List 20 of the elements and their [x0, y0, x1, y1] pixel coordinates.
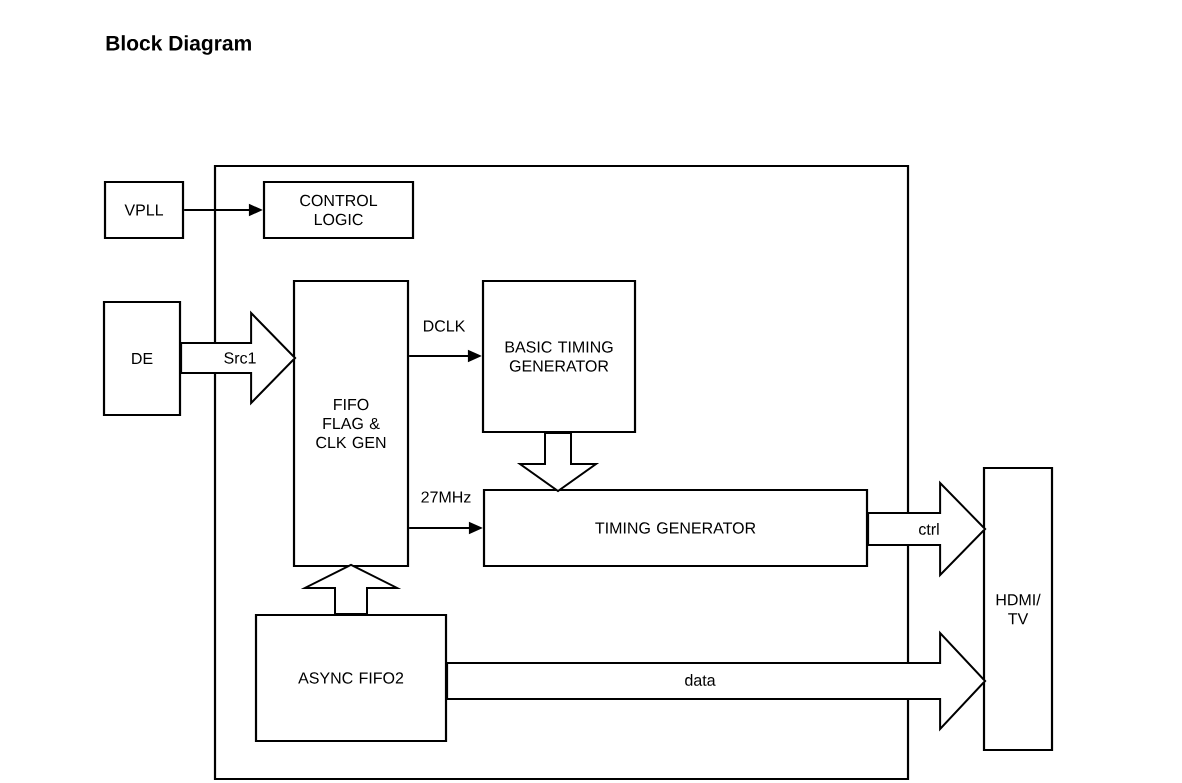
block-box: DE — [102, 300, 182, 417]
block-box: ASYNC FIFO2 — [254, 613, 448, 743]
edge-label: ctrl — [917, 522, 941, 536]
diagram-title: Block Diagram — [106, 35, 251, 55]
block-arrow — [867, 480, 987, 578]
block-arrow — [516, 432, 600, 493]
block-box: BASIC TIMING GENERATOR — [481, 279, 637, 434]
edge-label: data — [683, 673, 717, 687]
block-box: FIFO FLAG & CLK GEN — [292, 279, 410, 568]
outer-box — [213, 164, 910, 781]
block-arrow — [446, 630, 987, 732]
edge-label: 27MHz — [419, 490, 473, 504]
block-arrow — [300, 563, 402, 615]
edge-label: Src1 — [222, 351, 258, 365]
block-arrow — [180, 310, 297, 406]
block-box: TIMING GENERATOR — [482, 488, 869, 568]
edge-label: DCLK — [421, 319, 467, 333]
block-box: CONTROL LOGIC — [262, 180, 415, 240]
block-box: VPLL — [103, 180, 185, 240]
block-box: HDMI/ TV — [982, 466, 1054, 752]
